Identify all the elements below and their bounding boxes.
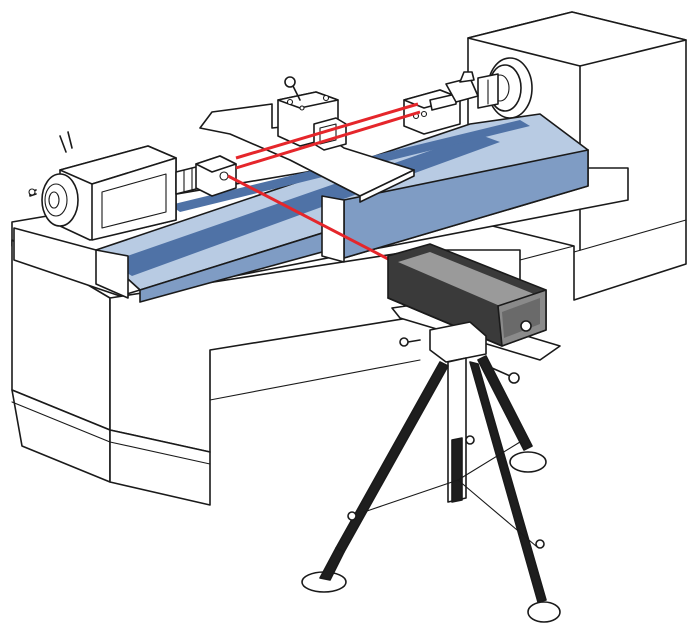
tailstock-motor xyxy=(28,131,201,241)
tripod xyxy=(301,321,561,623)
spindle-chuck xyxy=(477,57,533,119)
retroreflector-optic xyxy=(403,71,479,135)
beam-splitter-optic xyxy=(195,155,237,197)
laser-head xyxy=(387,243,561,361)
laser-beams xyxy=(227,102,421,264)
tool-post-carriage xyxy=(199,76,415,203)
